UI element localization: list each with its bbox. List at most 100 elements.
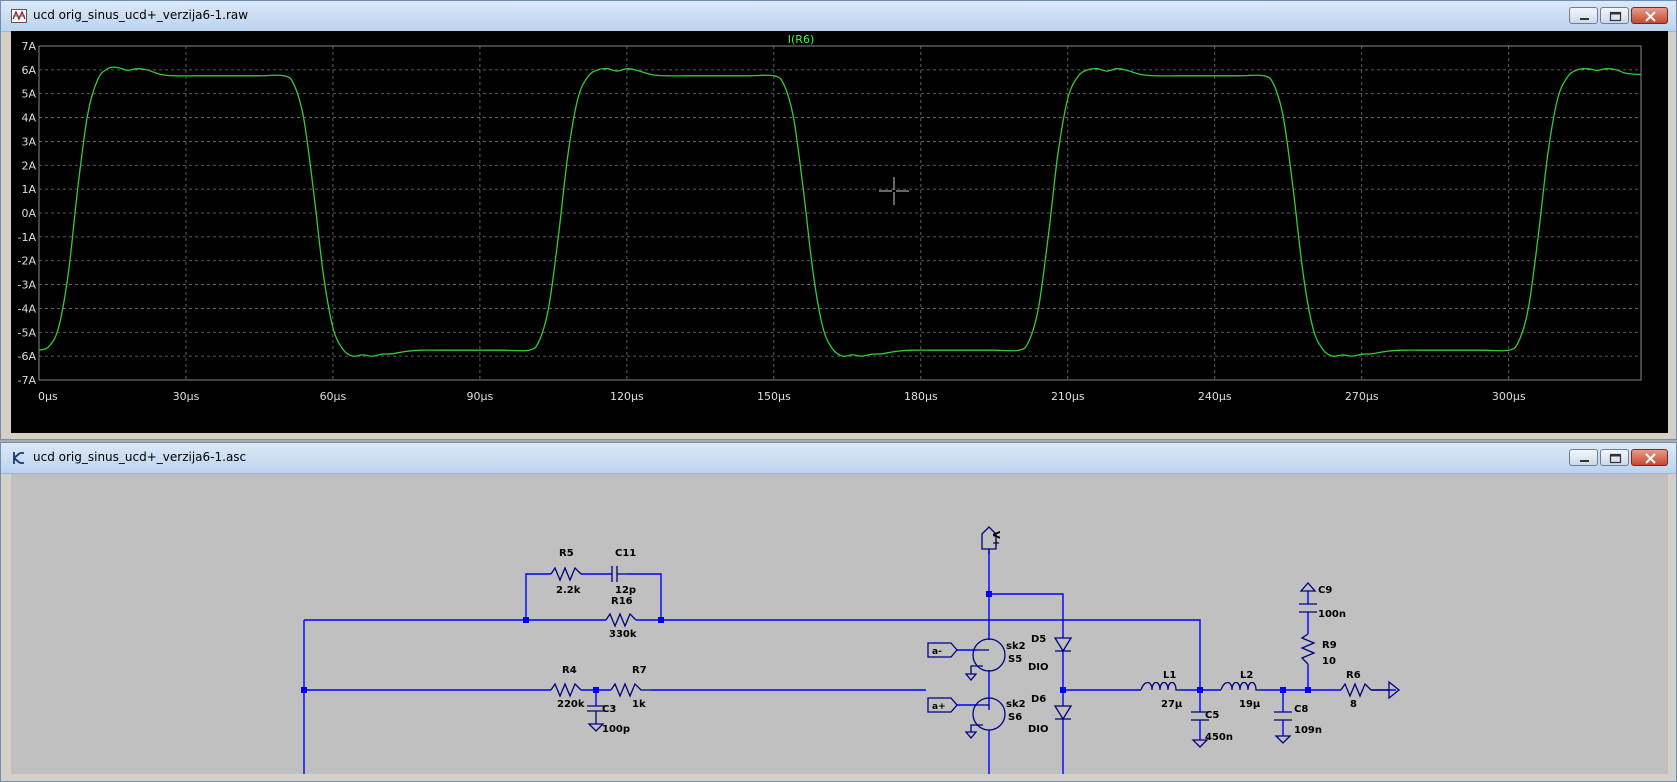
label-c5-name: C5: [1205, 710, 1219, 721]
label-l1-name: L1: [1163, 670, 1176, 681]
x-tick-label: 180µs: [904, 390, 938, 403]
x-axis-ticks: 0µs 30µs 60µs 90µs 120µs 150µs 180µs 210µs 240µs…: [38, 390, 1526, 403]
resistor-r7-symbol: [610, 682, 651, 698]
y-tick-label: -4A: [18, 302, 37, 315]
schematic-minimize-button[interactable]: [1569, 449, 1598, 466]
x-tick-label: 120µs: [610, 390, 644, 403]
y-tick-label: -3A: [18, 279, 37, 292]
label-r5-value: 2.2k: [556, 585, 581, 596]
x-tick-label: 150µs: [757, 390, 791, 403]
close-icon: [1645, 453, 1656, 464]
label-r5-name: R5: [559, 548, 574, 559]
label-s5-model: sk2: [1006, 641, 1026, 652]
waveform-close-button[interactable]: [1631, 7, 1668, 24]
capacitor-c9-symbol: [1299, 582, 1317, 613]
series-line: [38, 66, 1642, 357]
y-axis-ticks: 7A 6A 5A 4A 3A 2A 1A 0A -1A -2A -3A -4A -5A -6A -7A: [18, 40, 37, 387]
x-tick-label: 210µs: [1051, 390, 1085, 403]
label-r7-name: R7: [632, 665, 647, 676]
capacitor-c11-symbol: [611, 566, 627, 582]
label-d6-name: D6: [1031, 694, 1046, 705]
crosshair-cursor: [879, 177, 909, 205]
aplus-net-flag: [927, 697, 958, 713]
y-tick-label: -5A: [18, 326, 37, 339]
label-aplus-net: a+: [932, 702, 946, 712]
label-r9-value: 10: [1322, 656, 1336, 667]
schematic-window-controls: [1569, 449, 1668, 468]
schematic-window[interactable]: ucd orig_sinus_ucd+_verzija6-1.asc: [0, 442, 1677, 782]
inductor-l2-symbol: [1220, 681, 1261, 691]
component-labels: R5 2.2k C11 12p R16 330k R4 220k R7 1k C…: [556, 531, 1361, 743]
waveform-titlebar[interactable]: ucd orig_sinus_ucd+_verzija6-1.raw: [1, 1, 1676, 32]
schematic-maximize-button[interactable]: [1600, 449, 1629, 466]
y-tick-label: 0A: [21, 207, 36, 220]
waveform-window[interactable]: ucd orig_sinus_ucd+_verzija6-1.raw 7A 6A 5…: [0, 0, 1677, 440]
schematic-titlebar[interactable]: ucd orig_sinus_ucd+_verzija6-1.asc: [1, 443, 1676, 474]
y-tick-label: 3A: [21, 135, 36, 148]
diode-d5-symbol: [1053, 637, 1073, 653]
x-tick-label: 300µs: [1492, 390, 1526, 403]
label-s5-name: S5: [1008, 654, 1022, 665]
label-s6-name: S6: [1008, 712, 1022, 723]
label-c8-value: 109n: [1294, 725, 1322, 736]
schematic-close-button[interactable]: [1631, 449, 1668, 466]
y-tick-label: 4A: [21, 112, 36, 125]
capacitor-c8-symbol: [1274, 711, 1292, 744]
label-s6-model: sk2: [1006, 699, 1026, 710]
y-tick-label: -7A: [18, 374, 37, 387]
label-c11-value: 12p: [615, 585, 636, 596]
capacitor-c5-symbol: [1191, 711, 1209, 748]
label-r4-name: R4: [562, 665, 577, 676]
label-r7-value: 1k: [632, 699, 646, 710]
label-c3-value: 100p: [602, 724, 630, 735]
plot-grid: [38, 45, 1642, 381]
label-aminus-net: a-: [932, 647, 942, 657]
schematic-drawing[interactable]: R5 2.2k C11 12p R16 330k R4 220k R7 1k C…: [11, 474, 1668, 774]
capacitor-c3-symbol: [587, 705, 605, 732]
label-d5-model: DIO: [1028, 662, 1049, 673]
label-c9-value: 100n: [1318, 609, 1346, 620]
label-r16-value: 330k: [609, 629, 637, 640]
y-tick-label: 7A: [21, 40, 36, 53]
y-tick-label: -2A: [18, 255, 37, 268]
waveform-plot-area[interactable]: 7A 6A 5A 4A 3A 2A 1A 0A -1A -2A -3A -4A -5A -6A -7A 0µ…: [11, 31, 1668, 433]
y-tick-label: 5A: [21, 88, 36, 101]
x-tick-label: 240µs: [1198, 390, 1232, 403]
maximize-icon: [1609, 11, 1622, 22]
switch-s6-symbol: [972, 697, 1006, 731]
label-r9-name: R9: [1322, 640, 1337, 651]
trace-title[interactable]: I(R6): [788, 33, 814, 46]
y-tick-label: 1A: [21, 183, 36, 196]
waveform-minimize-button[interactable]: [1569, 7, 1598, 24]
y-tick-label: 2A: [21, 159, 36, 172]
waveform-app-icon: [11, 9, 27, 23]
aminus-net-flag: [927, 642, 958, 658]
series-layer: [38, 66, 1642, 357]
waveform-maximize-button[interactable]: [1600, 7, 1629, 24]
x-tick-label: 90µs: [467, 390, 494, 403]
x-tick-label: 60µs: [320, 390, 347, 403]
x-tick-label: 270µs: [1345, 390, 1379, 403]
minimize-icon: [1580, 18, 1589, 20]
inductor-l1-symbol: [1140, 681, 1181, 691]
y-tick-label: 6A: [21, 64, 36, 77]
x-tick-label: 0µs: [38, 390, 58, 403]
label-d5-name: D5: [1031, 634, 1046, 645]
schematic-canvas[interactable]: R5 2.2k C11 12p R16 330k R4 220k R7 1k C…: [11, 474, 1668, 774]
waveform-plot[interactable]: 7A 6A 5A 4A 3A 2A 1A 0A -1A -2A -3A -4A -5A -6A -7A 0µ…: [11, 31, 1668, 433]
maximize-icon: [1609, 453, 1622, 464]
y-tick-label: -1A: [18, 231, 37, 244]
label-r16-name: R16: [611, 596, 633, 607]
label-vplus-net: V+: [990, 531, 1001, 547]
wire: [304, 619, 1201, 690]
label-r4-value: 220k: [557, 699, 585, 710]
resistor-r16-symbol: [605, 612, 637, 628]
y-tick-label: -6A: [18, 350, 37, 363]
minimize-icon: [1580, 460, 1589, 462]
resistor-r4-symbol: [550, 682, 582, 698]
label-c8-name: C8: [1294, 704, 1308, 715]
x-tick-label: 30µs: [173, 390, 200, 403]
resistor-r5-symbol: [550, 566, 582, 582]
resistor-r6-symbol: [1340, 682, 1372, 698]
label-r6-value: 8: [1350, 699, 1357, 710]
